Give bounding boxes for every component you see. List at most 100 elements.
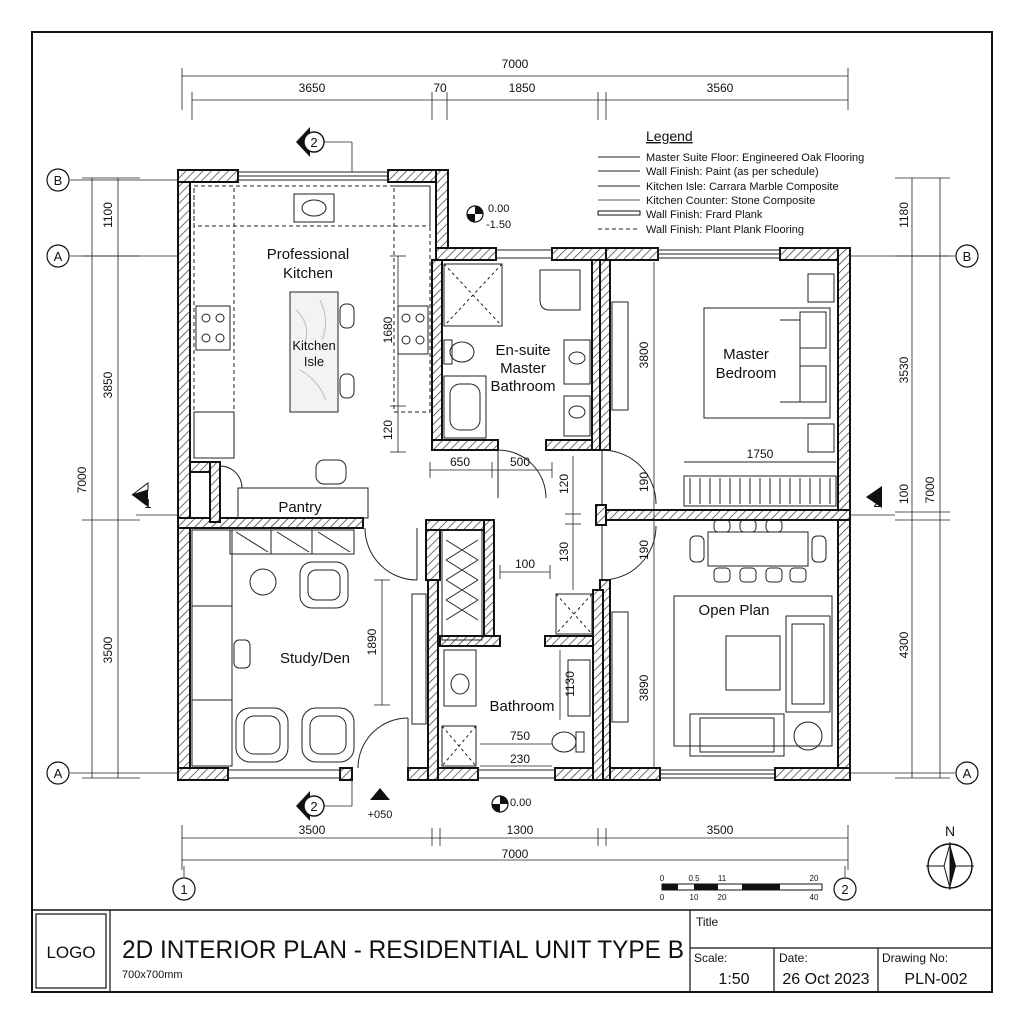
room-ensuite-line1: En-suite xyxy=(495,342,550,359)
title-block: LOGO 2D INTERIOR PLAN - RESIDENTIAL UNIT… xyxy=(32,909,992,992)
section-marker-bottom: 2 xyxy=(296,780,353,821)
room-kitchen-line1: Professional xyxy=(267,246,350,263)
dim-open-v2: 3890 xyxy=(637,674,651,701)
scale-top-tick-3: 11 xyxy=(718,874,727,883)
level-entry: +050 xyxy=(368,809,393,821)
scale-bottom-tick-2: 10 xyxy=(690,893,699,902)
svg-text:A: A xyxy=(963,766,972,781)
svg-text:1: 1 xyxy=(144,496,151,511)
bottom-dimensions xyxy=(181,825,849,870)
ensuite-fixtures xyxy=(443,263,591,439)
room-kitchen-line2: Kitchen xyxy=(283,265,333,282)
date-label: Date: xyxy=(779,951,808,965)
legend-item-5: Wall Finish: Frard Plank xyxy=(646,209,763,221)
legend-item-6: Wall Finish: Plant Plank Flooring xyxy=(646,224,804,236)
section-marker-top: 2 xyxy=(296,127,353,172)
dim-bath-w2: 230 xyxy=(510,752,530,766)
study-fixtures xyxy=(191,529,427,767)
right-dimensions xyxy=(895,177,950,779)
dim-top-seg-2: 70 xyxy=(433,81,447,95)
drawing-no-label: Drawing No: xyxy=(882,951,948,965)
dim-hall-w3: 100 xyxy=(515,557,535,571)
scale-value: 1:50 xyxy=(718,971,749,988)
room-open-plan: Open Plan xyxy=(699,602,770,619)
room-ensuite-line2: Master xyxy=(500,360,546,377)
scale-label: Scale: xyxy=(694,951,727,965)
inner-dimension-lines xyxy=(374,255,662,768)
grid-bubble-b-right: B xyxy=(850,244,979,268)
dim-bottom-total: 7000 xyxy=(502,847,529,861)
grid-bubble-1-bottom: 1 xyxy=(172,866,196,901)
dim-bottom-seg-2: 1300 xyxy=(507,823,534,837)
room-isle-line1: Kitchen xyxy=(292,338,335,353)
dim-top-total: 7000 xyxy=(502,57,529,71)
room-bathroom: Bathroom xyxy=(489,698,554,715)
svg-text:2: 2 xyxy=(841,882,848,897)
legend-item-4: Kitchen Counter: Stone Composite xyxy=(646,195,815,207)
svg-text:A: A xyxy=(54,249,63,264)
dim-left-seg-2: 3850 xyxy=(101,371,115,398)
dim-hall-w1: 650 xyxy=(450,455,470,469)
scale-bar: 0 0.5 11 20 0 10 20 40 xyxy=(660,874,823,902)
room-bedroom-line1: Master xyxy=(723,346,769,363)
level-marker-entry: +050 xyxy=(368,788,393,821)
dim-bed-v2: 190 xyxy=(637,472,651,492)
scale-top-tick-4: 20 xyxy=(810,874,819,883)
kitchen-fixtures xyxy=(193,185,431,519)
room-labels: Professional Kitchen Kitchen Isle En-sui… xyxy=(267,246,777,715)
logo-text: LOGO xyxy=(46,943,95,962)
title-label: Title xyxy=(696,915,719,929)
scale-top-tick-2: 0.5 xyxy=(688,874,700,883)
dim-study-v: 1890 xyxy=(365,628,379,655)
legend-item-2: Wall Finish: Paint (as per schedule) xyxy=(646,166,819,178)
svg-text:2: 2 xyxy=(310,135,317,150)
room-bedroom-line2: Bedroom xyxy=(716,365,777,382)
grid-bubble-b-left: B xyxy=(46,168,180,192)
level-bottom: 0.00 xyxy=(510,797,531,809)
left-dimensions xyxy=(82,177,140,779)
dim-left-seg-3: 3500 xyxy=(101,636,115,663)
svg-text:B: B xyxy=(963,249,972,264)
dim-bottom-seg-1: 3500 xyxy=(299,823,326,837)
dim-right-seg-2: 3530 xyxy=(897,356,911,383)
dim-top-seg-4: 3560 xyxy=(707,81,734,95)
section-marker-right: 2 xyxy=(850,486,895,516)
dim-open-v1: 190 xyxy=(637,540,651,560)
north-label: N xyxy=(945,823,955,839)
drawing-title: 2D INTERIOR PLAN - RESIDENTIAL UNIT TYPE… xyxy=(122,936,684,964)
dim-hall-w2: 500 xyxy=(510,455,530,469)
dim-kitchen-v2: 120 xyxy=(381,420,395,440)
date-value: 26 Oct 2023 xyxy=(782,971,869,988)
svg-text:1: 1 xyxy=(180,882,187,897)
top-dimensions xyxy=(181,68,849,120)
grid-bubble-a-left-top: A xyxy=(46,244,180,268)
dim-top-seg-3: 1850 xyxy=(509,81,536,95)
svg-text:2: 2 xyxy=(310,799,317,814)
dim-bath-w1: 750 xyxy=(510,729,530,743)
grid-bubble-2-bottom: 2 xyxy=(833,866,857,901)
grid-bubble-a-right-bottom: A xyxy=(850,761,979,785)
dim-hall-v1: 120 xyxy=(557,474,571,494)
room-isle-line2: Isle xyxy=(304,354,324,369)
room-study: Study/Den xyxy=(280,650,350,667)
windows xyxy=(227,171,781,779)
drawing-size: 700x700mm xyxy=(122,969,183,981)
inner-dimension-texts: 1680 120 650 500 120 130 100 3800 190 17… xyxy=(365,316,774,766)
dim-kitchen-v1: 1680 xyxy=(381,316,395,343)
dim-left-total: 7000 xyxy=(75,466,89,493)
scale-bottom-tick-4: 40 xyxy=(810,893,819,902)
scale-top-tick-1: 0 xyxy=(660,874,665,883)
svg-text:2: 2 xyxy=(873,495,880,510)
svg-text:A: A xyxy=(54,766,63,781)
dim-top-seg-1: 3650 xyxy=(299,81,326,95)
legend-item-1: Master Suite Floor: Engineered Oak Floor… xyxy=(646,152,864,164)
level-top-upper: 0.00 xyxy=(488,203,509,215)
doors xyxy=(219,449,657,769)
legend-title: Legend xyxy=(646,128,693,144)
dim-right-total: 7000 xyxy=(923,476,937,503)
section-marker-left: 1 xyxy=(131,482,178,516)
bedroom-fixtures xyxy=(611,273,837,507)
scale-bottom-tick-3: 20 xyxy=(718,893,727,902)
dim-bath-v: 1130 xyxy=(563,671,577,697)
